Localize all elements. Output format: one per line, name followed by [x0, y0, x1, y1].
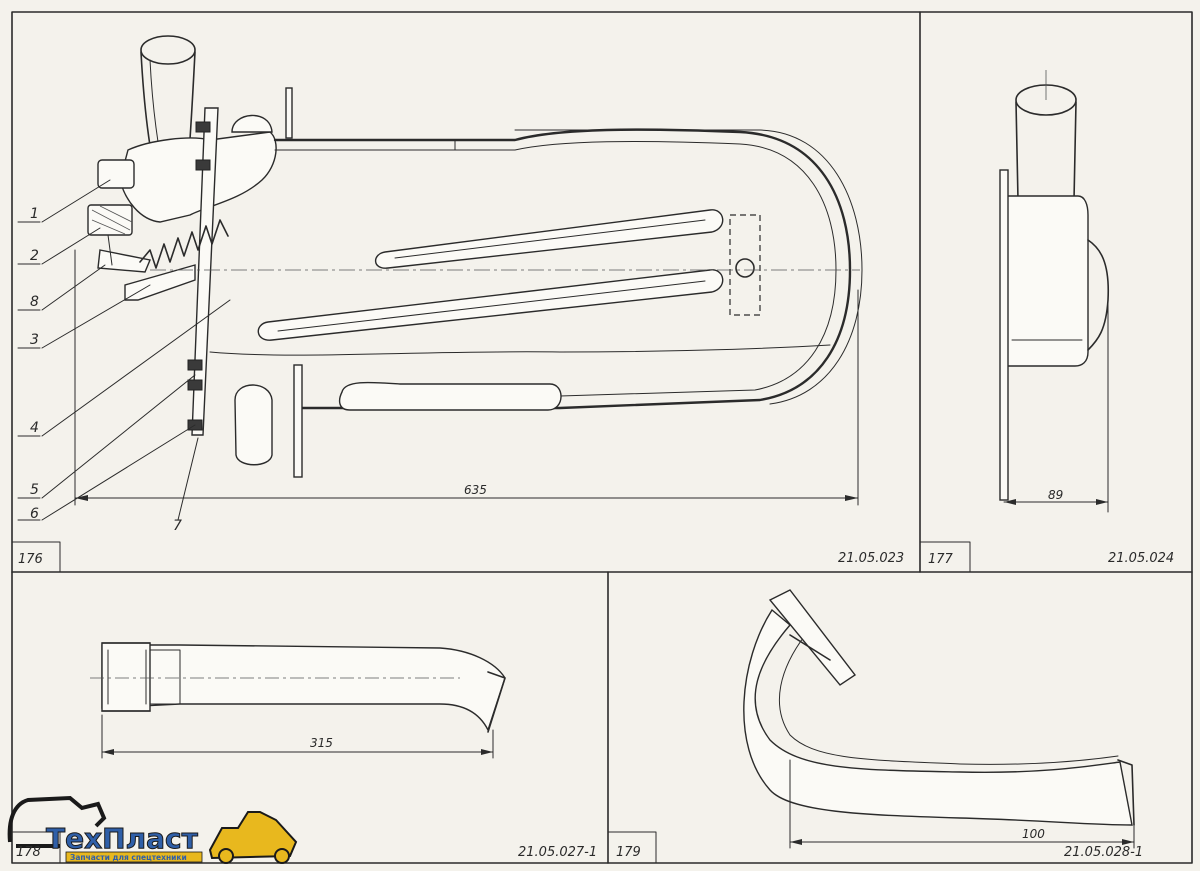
- u-tube: [273, 128, 863, 410]
- techplast-logo: ТехПласт Запчасти для спецтехники 178: [7, 795, 298, 864]
- outlet-nozzle: [234, 384, 273, 466]
- fitting-assembly: [87, 159, 151, 273]
- panel-177-number: 177: [928, 552, 954, 567]
- panel-177-code: 21.05.024: [1108, 551, 1174, 566]
- panel-178-code: 21.05.027-1: [518, 845, 597, 860]
- bracket-body: [119, 131, 277, 223]
- callout-1: 1: [30, 206, 39, 222]
- dimension-635-value: 635: [464, 483, 487, 497]
- callout-8: 8: [30, 294, 39, 310]
- logo-tagline: Запчасти для спецтехники: [70, 853, 187, 862]
- callout-leaders: [17, 179, 231, 521]
- straight-pipe: [101, 644, 506, 732]
- callout-3: 3: [30, 332, 39, 348]
- logo-name: ТехПласт: [46, 822, 199, 855]
- callout-6: 6: [30, 506, 39, 522]
- dimension-89-value: 89: [1048, 488, 1063, 502]
- callout-2: 2: [30, 248, 39, 264]
- callout-4: 4: [30, 420, 39, 436]
- panel-178-number: 178: [16, 845, 41, 860]
- side-cap: [1087, 239, 1110, 351]
- top-cap: [231, 114, 273, 133]
- spring: [139, 219, 229, 269]
- vertical-plate: [191, 107, 219, 436]
- lower-bracket: [124, 264, 196, 301]
- heating-rods: [257, 209, 724, 341]
- dimension-100-value: 100: [1022, 827, 1045, 841]
- panel-176: 1 2 8 3 4 5 6 7 635 176 21.05.023: [17, 35, 904, 567]
- lower-tube-housing: [338, 381, 562, 411]
- panel-grid: [11, 11, 1193, 864]
- dimension-89: 89: [1003, 299, 1109, 513]
- panel-178: 315 21.05.027-1: [90, 642, 597, 860]
- dimension-635: 635: [74, 249, 859, 506]
- cover-edge: [209, 344, 831, 356]
- callout-5: 5: [30, 482, 39, 498]
- flange-body: [1005, 195, 1089, 367]
- top-fin: [285, 87, 293, 139]
- panel-179: 100 179 21.05.028-1: [616, 589, 1143, 860]
- loader-icon: [208, 811, 298, 860]
- bent-pipe: [743, 608, 1133, 826]
- panel-179-code: 21.05.028-1: [1064, 845, 1143, 860]
- lower-fin: [293, 364, 303, 478]
- callout-labels: 1 2 8 3 4 5 6 7: [30, 206, 182, 534]
- dashed-clamp: [729, 214, 761, 316]
- pipe-flange: [768, 589, 857, 686]
- panel-176-code: 21.05.023: [838, 551, 904, 566]
- dimension-315-value: 315: [310, 736, 333, 750]
- excavator-icon: [7, 795, 107, 843]
- panel-179-number: 179: [616, 845, 641, 860]
- panel-177: 89 177 21.05.024: [928, 70, 1174, 567]
- pipe-coupling: [101, 642, 151, 712]
- flange-plate: [999, 169, 1009, 501]
- dimension-315: 315: [101, 714, 494, 759]
- callout-7: 7: [173, 518, 182, 534]
- panel-176-number: 176: [18, 552, 43, 567]
- dimension-100: 100: [789, 759, 1135, 849]
